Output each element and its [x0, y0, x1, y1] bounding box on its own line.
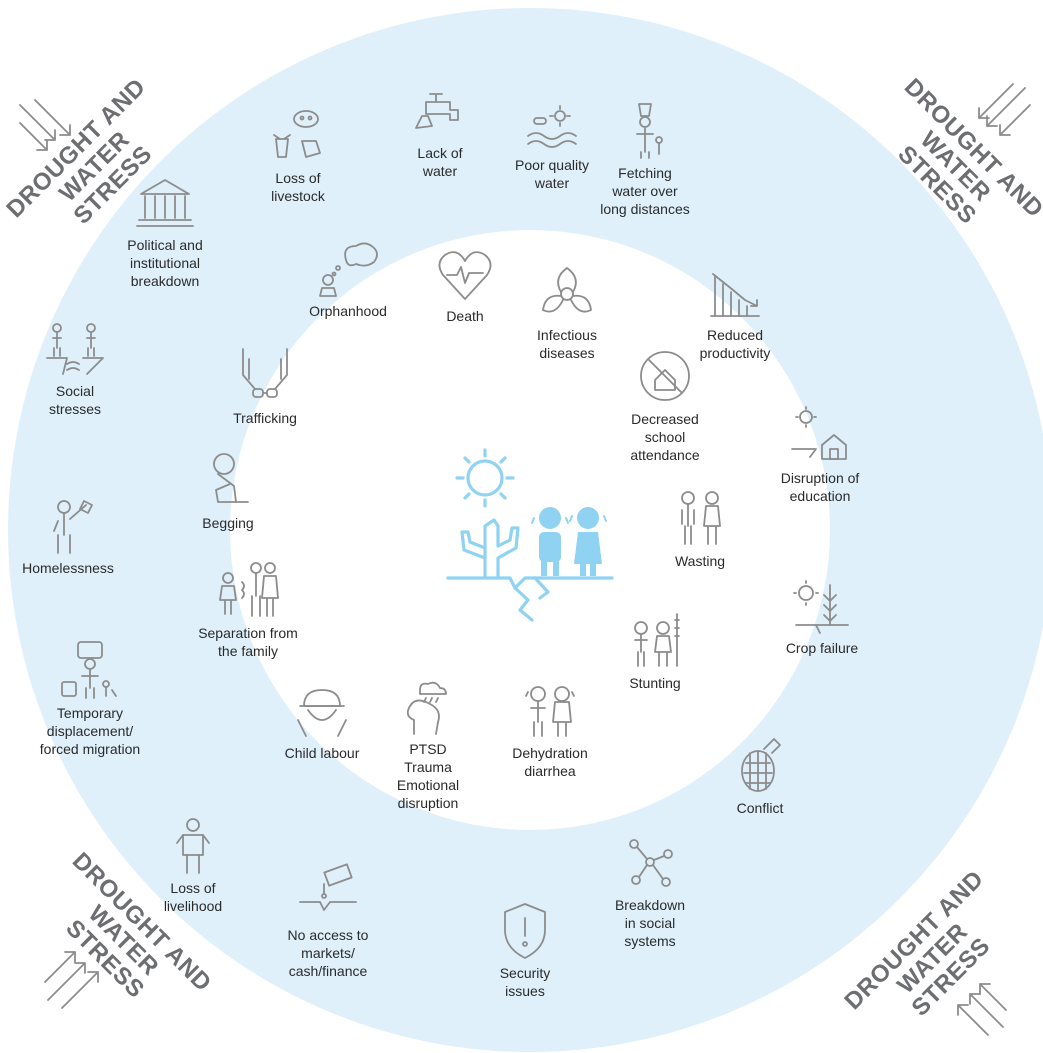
inner-disc — [230, 230, 830, 830]
outer-ring-label: Breakdown in social systems — [614, 897, 686, 949]
inner-ring-label: Orphanhood — [309, 303, 387, 319]
inner-ring-item: Child labour — [247, 680, 397, 762]
inner-ring-item: Orphanhood — [273, 238, 423, 320]
outer-ring-label: Disruption of education — [780, 470, 860, 504]
inner-ring-item: Begging — [153, 450, 303, 532]
inner-ring-item: Decreased school attendance — [590, 346, 740, 464]
outer-ring-label: Reduced productivity — [699, 327, 771, 361]
inner-ring-item: Separation from the family — [173, 560, 323, 660]
inner-ring-label: Begging — [202, 515, 254, 531]
declining-chart-icon — [703, 262, 767, 322]
inner-ring-label: Stunting — [629, 675, 681, 691]
inner-ring-item: Wasting — [625, 488, 775, 570]
outer-ring-item: Temporary displacement/ forced migration — [15, 640, 165, 758]
grenade-icon — [728, 735, 792, 795]
divided-people-icon — [43, 318, 107, 378]
biohazard-icon — [535, 262, 599, 322]
outer-ring-item: No access to markets/ cash/finance — [253, 862, 403, 980]
outer-ring-item: Lack of water — [365, 80, 515, 180]
inner-ring-label: PTSD Trauma Emotional disruption — [396, 741, 460, 811]
outer-ring-item: Political and institutional breakdown — [90, 172, 240, 290]
outer-ring-label: Loss of livelihood — [163, 880, 223, 914]
inner-ring-label: Dehydration diarrhea — [512, 745, 588, 779]
thin-children-icon — [668, 488, 732, 548]
contaminated-water-icon — [520, 92, 584, 152]
inner-ring-item: Trafficking — [190, 345, 340, 427]
outer-ring-label: Loss of livestock — [271, 170, 325, 204]
inner-ring-item: Death — [390, 243, 540, 325]
inner-ring-item: PTSD Trauma Emotional disruption — [353, 676, 503, 812]
outer-ring-item: Breakdown in social systems — [575, 832, 725, 950]
tap-icon — [408, 80, 472, 140]
begging-child-icon — [196, 450, 260, 510]
outer-ring-item: Social stresses — [0, 318, 150, 418]
arrows-top-right-icon — [978, 83, 1031, 136]
outer-ring-label: Lack of water — [417, 145, 463, 179]
orphan-thought-icon — [316, 238, 380, 298]
outer-ring-item: Security issues — [450, 900, 600, 1000]
outer-ring-label: Security issues — [499, 965, 551, 999]
crying-children-icon — [518, 680, 582, 740]
arrows-top-left-icon — [19, 99, 71, 151]
inner-ring-label: Wasting — [674, 553, 726, 569]
money-gap-icon — [296, 862, 360, 922]
outer-ring-label: Temporary displacement/ forced migration — [39, 705, 141, 757]
separated-family-icon — [216, 560, 280, 620]
inner-ring-item: Infectious diseases — [492, 262, 642, 362]
inner-ring-label: Infectious diseases — [537, 327, 597, 361]
inner-ring-item: Dehydration diarrhea — [475, 680, 625, 780]
school-drought-icon — [788, 405, 852, 465]
institution-icon — [133, 172, 197, 232]
outer-ring-item: Loss of livelihood — [118, 815, 268, 915]
outer-ring-item: Fetching water over long distances — [570, 100, 720, 218]
outer-ring-label: Poor quality water — [515, 157, 589, 191]
network-icon — [618, 832, 682, 892]
water-carrier-icon — [613, 100, 677, 160]
migration-icon — [58, 640, 122, 700]
bundle-walker-icon — [36, 495, 100, 555]
outer-ring-item: Disruption of education — [745, 405, 895, 505]
no-school-icon — [633, 346, 697, 406]
outer-ring-item: Loss of livestock — [223, 105, 373, 205]
arrows-bottom-left-icon — [44, 951, 99, 1009]
outer-ring-label: Conflict — [736, 800, 784, 816]
height-measure-icon — [623, 610, 687, 670]
livestock-icon — [266, 105, 330, 165]
outer-ring-label: Social stresses — [48, 383, 102, 417]
outer-ring-item: Crop failure — [747, 575, 897, 657]
inner-ring-item: Stunting — [580, 610, 730, 692]
heart-pulse-icon — [433, 243, 497, 303]
empty-pockets-icon — [161, 815, 225, 875]
outer-ring-item: Conflict — [685, 735, 835, 817]
inner-ring-label: Decreased school attendance — [630, 411, 700, 463]
rain-head-icon — [396, 676, 460, 736]
inner-ring-label: Separation from the family — [198, 625, 298, 659]
outer-ring-label: Fetching water over long distances — [600, 165, 690, 217]
inner-ring-label: Trafficking — [233, 410, 297, 426]
handcuffed-hands-icon — [233, 345, 297, 405]
outer-ring-label: No access to markets/ cash/finance — [287, 927, 369, 979]
outer-ring-item: Homelessness — [0, 495, 143, 577]
outer-ring-label: Crop failure — [785, 640, 859, 656]
arrows-bottom-right-icon — [957, 983, 1007, 1036]
outer-ring-item: Reduced productivity — [660, 262, 810, 362]
shield-icon — [493, 900, 557, 960]
hard-hat-icon — [290, 680, 354, 740]
crop-failure-icon — [790, 575, 854, 635]
drought-children-icon — [446, 448, 614, 622]
inner-ring-label: Death — [446, 308, 484, 324]
outer-ring-label: Political and institutional breakdown — [127, 237, 203, 289]
inner-ring-label: Child labour — [284, 745, 360, 761]
outer-ring-item: Poor quality water — [477, 92, 627, 192]
outer-ring-label: Homelessness — [22, 560, 114, 576]
